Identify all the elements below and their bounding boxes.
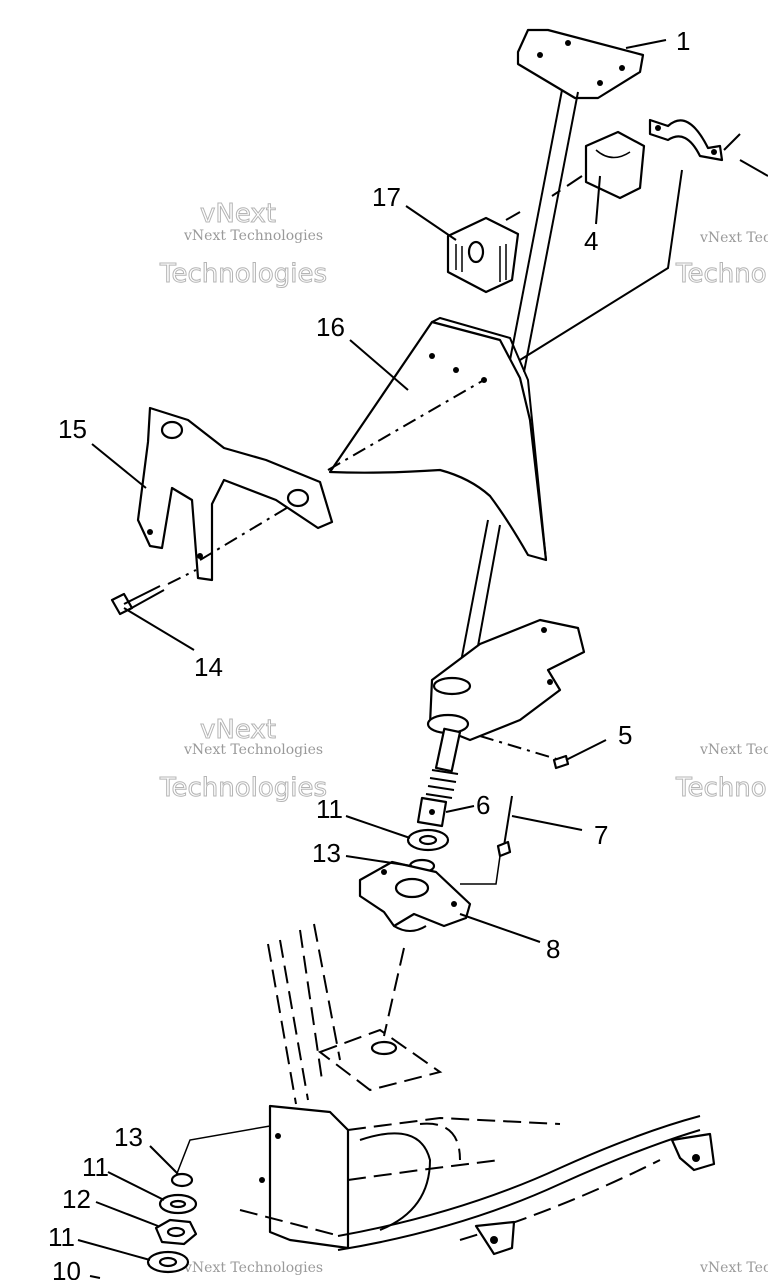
callout-12: 12	[62, 1184, 91, 1214]
callout-labels: 1 4 5 6 7 8 10 11 11 11 12 13 13 14 15 1…	[48, 26, 690, 1280]
callout-1: 1	[676, 26, 690, 56]
svg-text:Technologies: Technologies	[675, 259, 768, 289]
callout-8: 8	[546, 934, 560, 964]
watermark-mid-right: vNext Technologies Technologies	[675, 742, 768, 804]
callout-11-bottom: 11	[48, 1222, 75, 1252]
steering-post	[447, 28, 645, 735]
svg-text:vNext Technologies: vNext Technologies	[183, 228, 323, 244]
watermark-mid-left: vNext vNext Technologies Technologies	[159, 715, 328, 804]
callout-10: 10	[52, 1256, 81, 1280]
bolt-14	[110, 585, 165, 616]
watermark-top-right: vNext Technologies Technologies	[675, 230, 768, 290]
lower-bracket	[426, 618, 586, 742]
washer-13-lower	[170, 1172, 194, 1188]
callout-17: 17	[372, 182, 401, 212]
svg-text:vNext Technologies: vNext Technologies	[699, 742, 768, 758]
svg-text:vNext: vNext	[200, 715, 276, 745]
svg-text:vNext: vNext	[200, 199, 276, 229]
callout-11-middle: 11	[82, 1152, 109, 1182]
chassis-frame	[239, 923, 716, 1256]
svg-text:vNext Technologies: vNext Technologies	[183, 742, 323, 758]
leader-lines	[77, 39, 768, 1279]
steering-post-top-plate	[516, 28, 645, 100]
svg-text:Technologies: Technologies	[159, 773, 327, 803]
callout-11-upper: 11	[316, 794, 343, 824]
svg-text:vNext Technologies: vNext Technologies	[183, 1260, 323, 1276]
callout-13-lower: 13	[114, 1122, 143, 1152]
callout-7: 7	[594, 820, 608, 850]
callout-5: 5	[618, 720, 632, 750]
bracket-15	[136, 406, 334, 582]
bushing-clamp	[584, 118, 724, 200]
watermark-bottom: vNext Technologies vNext Technologies	[183, 1260, 768, 1276]
svg-text:vNext Technologies: vNext Technologies	[699, 1260, 768, 1276]
svg-text:Technologies: Technologies	[675, 773, 768, 803]
callout-15: 15	[58, 414, 87, 444]
pin-7	[496, 795, 513, 858]
steering-cover	[328, 316, 548, 562]
watermark-top-left: vNext vNext Technologies Technologies	[159, 199, 328, 290]
screw-5	[552, 754, 570, 770]
callout-14: 14	[194, 652, 223, 682]
svg-text:Technologies: Technologies	[159, 259, 327, 289]
steering-block	[446, 216, 520, 294]
callout-6: 6	[476, 790, 490, 820]
steering-arm-8	[358, 860, 472, 932]
callout-13-upper: 13	[312, 838, 341, 868]
svg-text:vNext Technologies: vNext Technologies	[699, 230, 768, 246]
lower-hardware-stack	[146, 1172, 198, 1274]
callout-4: 4	[584, 226, 598, 256]
lower-shaft	[416, 727, 462, 828]
callout-16: 16	[316, 312, 345, 342]
